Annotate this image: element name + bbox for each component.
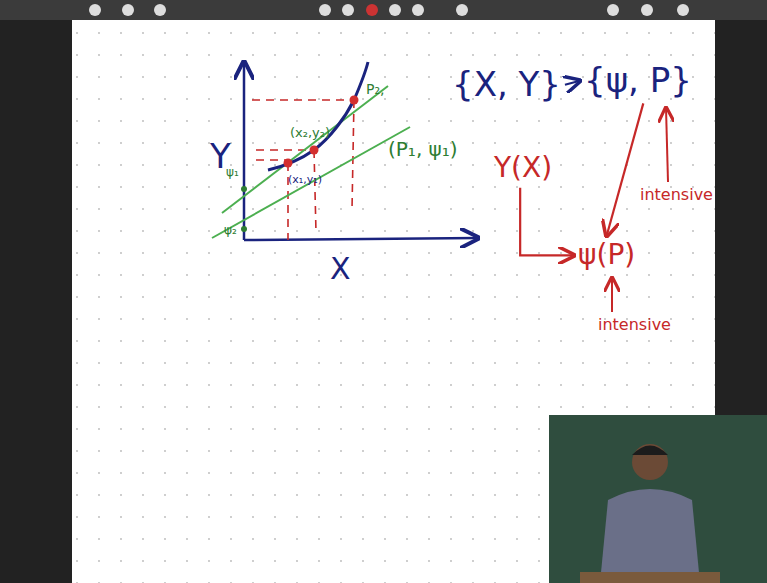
expression-node: {X, Y}	[452, 66, 561, 103]
toolbar-icons	[89, 4, 689, 16]
handwritten-label: ψ₁	[226, 166, 239, 179]
canvas	[72, 20, 715, 583]
tangent-line	[222, 86, 388, 213]
curve-points	[284, 96, 359, 168]
handwritten-label: intensive	[640, 186, 713, 204]
tangent-line	[212, 127, 410, 238]
expression-node: Y(X)	[494, 153, 552, 184]
handwritten-label: (P₁, ψ₁)	[388, 138, 458, 160]
expression-node: ψ(P)	[578, 240, 635, 271]
y-axis	[243, 62, 246, 240]
convex-curve	[268, 62, 368, 170]
transform-arrow	[565, 81, 580, 85]
expression-text: {ψ, P}	[584, 62, 692, 99]
handwritten-label: ψ₂	[224, 224, 237, 237]
leader-arrow	[666, 108, 668, 182]
handwritten-label: P₂,	[366, 82, 385, 97]
guide-lines	[252, 100, 354, 240]
handwritten-label: (x₂,y₂)	[290, 126, 330, 140]
handwritten-label: intensive	[598, 316, 671, 334]
presenter-body	[600, 489, 700, 583]
handwritten-label: X	[330, 252, 351, 285]
presenter-head	[632, 444, 668, 480]
expression-text: ψ(P)	[578, 240, 635, 271]
leader-arrow	[611, 278, 613, 312]
handwritten-label: (x₁,y₁)	[288, 174, 322, 186]
expression-text: Y(X)	[494, 153, 552, 184]
transform-arrow	[520, 188, 574, 256]
expression-text: {X, Y}	[452, 66, 561, 103]
expression-node: {ψ, P}	[584, 62, 692, 99]
presenter-hair	[632, 446, 668, 456]
x-axis	[244, 238, 478, 240]
dot-grid	[72, 20, 715, 583]
intercept-points	[241, 186, 247, 232]
video-inset	[549, 415, 767, 583]
toolbar	[0, 0, 767, 20]
transform-arrow	[607, 103, 644, 236]
desk	[580, 572, 720, 583]
